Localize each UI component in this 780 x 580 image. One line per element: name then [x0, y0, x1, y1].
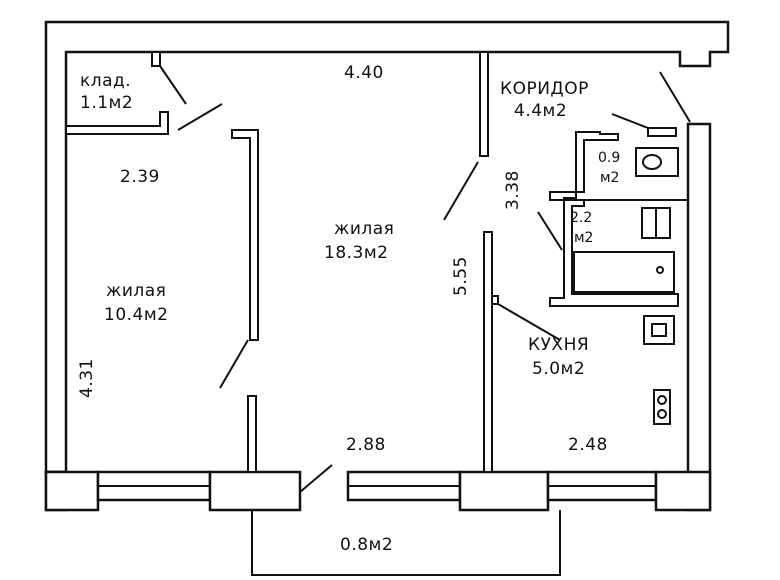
bath-area-num: 2.2 [570, 210, 592, 226]
room-labels: клад. 1.1м2 4.40 КОРИДОР 4.4м2 2.39 0.9 … [77, 63, 620, 555]
living-small-name: жилая [106, 281, 166, 301]
storage-area: 1.1м2 [80, 93, 133, 113]
toilet-area-unit: м2 [600, 170, 619, 186]
corridor-area: 4.4м2 [514, 101, 567, 121]
living-big-area: 18.3м2 [324, 243, 389, 263]
storage-name: клад. [80, 71, 131, 91]
dim-bottom-width-mid: 2.88 [346, 435, 386, 455]
corridor-name: КОРИДОР [500, 79, 589, 99]
living-small-area: 10.4м2 [104, 305, 169, 325]
living-big-name: жилая [334, 219, 394, 239]
kitchen-area: 5.0м2 [532, 359, 585, 379]
storage-walls [65, 51, 223, 135]
dim-left-depth: 4.31 [77, 358, 97, 398]
center-partition [443, 51, 561, 473]
kitchen-name: КУХНЯ [528, 335, 589, 355]
balcony-outline [251, 510, 561, 576]
dim-top-width: 4.40 [344, 63, 384, 83]
living-partition [219, 129, 259, 473]
dim-storage-width: 2.39 [120, 167, 160, 187]
toilet-area-num: 0.9 [598, 150, 620, 166]
balcony-area: 0.8м2 [340, 535, 393, 555]
entry-door [659, 71, 691, 123]
dim-kitchen-width: 2.48 [568, 435, 608, 455]
kitchen-appliances [643, 315, 675, 425]
bathroom-block [537, 113, 688, 307]
dim-corridor-depth: 3.38 [503, 170, 523, 210]
bath-area-unit: м2 [574, 230, 593, 246]
dim-living-depth: 5.55 [451, 256, 471, 296]
outer-walls [44, 20, 730, 512]
